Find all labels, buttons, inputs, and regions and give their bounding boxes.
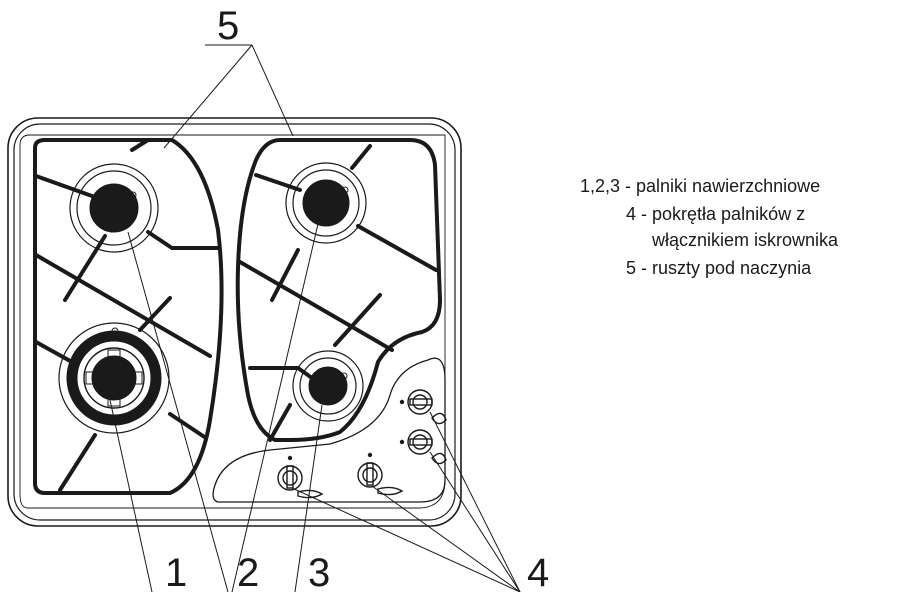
legend-item-grates: 5 - ruszty pod naczynia [626, 258, 812, 278]
callout-3: 3 [308, 551, 331, 595]
legend-item-knobs: 4 - pokrętła palników z [626, 204, 806, 224]
right-pan-support [235, 138, 443, 442]
left-pan-support [33, 138, 224, 495]
legend-item-knobs-continued: włącznikiem iskrownika [652, 230, 839, 250]
legend-item-burners: 1,2,3 - palniki nawierzchniowe [580, 176, 821, 196]
control-panel-recess [212, 357, 446, 503]
cooktop-plate [7, 117, 462, 527]
control-knob-4 [399, 429, 447, 465]
burner-rear-left [69, 163, 159, 253]
burner-front-right [292, 350, 364, 422]
callout-1: 1 [165, 551, 188, 595]
callout-4: 4 [527, 551, 550, 595]
burner-rear-right [285, 162, 367, 244]
callout-2: 2 [237, 551, 260, 595]
control-knob-1 [277, 455, 324, 499]
leader-lines [109, 44, 521, 592]
control-knob-2 [357, 452, 404, 496]
control-knob-3 [399, 389, 447, 425]
callout-5: 5 [217, 4, 240, 48]
